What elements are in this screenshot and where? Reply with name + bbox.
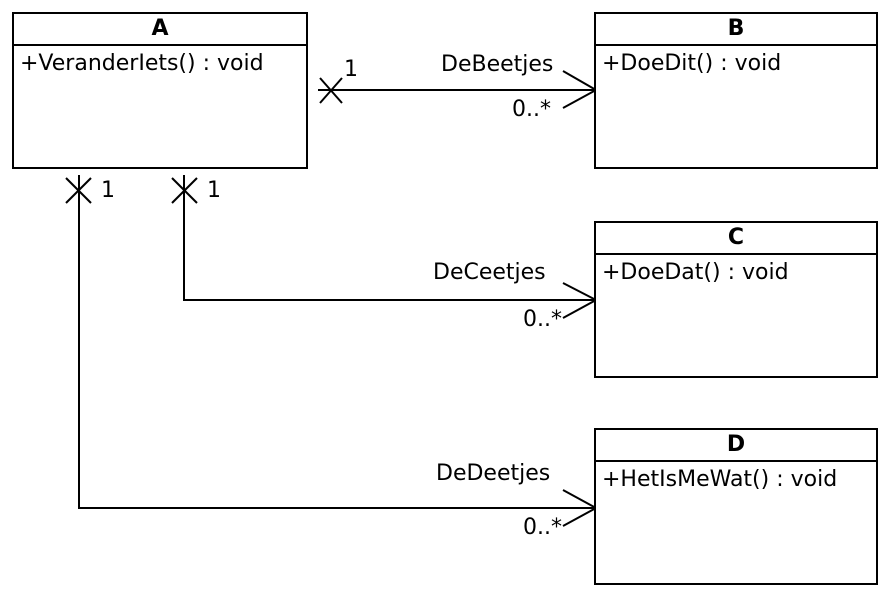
cross-a-d — [65, 177, 92, 204]
role-a-c: DeCeetjes — [433, 260, 546, 285]
class-d-operation: +HetIsMeWat() : void — [602, 467, 838, 492]
class-a-operation: +VeranderIets() : void — [20, 51, 264, 76]
multiplicity-a-c-source: 1 — [207, 178, 221, 203]
class-b-name: B — [596, 14, 876, 46]
multiplicity-a-b-target: 0..* — [512, 97, 551, 122]
multiplicity-a-d-target: 0..* — [523, 515, 562, 540]
cross-a-b — [319, 77, 343, 104]
class-a[interactable]: A +VeranderIets() : void — [12, 12, 308, 169]
class-d[interactable]: D +HetIsMeWat() : void — [594, 428, 878, 585]
association-a-c[interactable] — [183, 175, 599, 319]
class-a-name: A — [14, 14, 306, 46]
class-b-operation: +DoeDit() : void — [602, 51, 782, 76]
multiplicity-a-c-target: 0..* — [523, 307, 562, 332]
class-d-name: D — [596, 430, 876, 462]
cross-a-c — [171, 177, 198, 204]
class-c[interactable]: C +DoeDat() : void — [594, 221, 878, 378]
multiplicity-a-b-source: 1 — [344, 57, 358, 82]
class-c-name: C — [596, 223, 876, 255]
class-b[interactable]: B +DoeDit() : void — [594, 12, 878, 169]
role-a-b: DeBeetjes — [441, 52, 554, 77]
multiplicity-a-d-source: 1 — [101, 178, 115, 203]
role-a-d: DeDeetjes — [436, 461, 551, 486]
class-c-operation: +DoeDat() : void — [602, 260, 789, 285]
